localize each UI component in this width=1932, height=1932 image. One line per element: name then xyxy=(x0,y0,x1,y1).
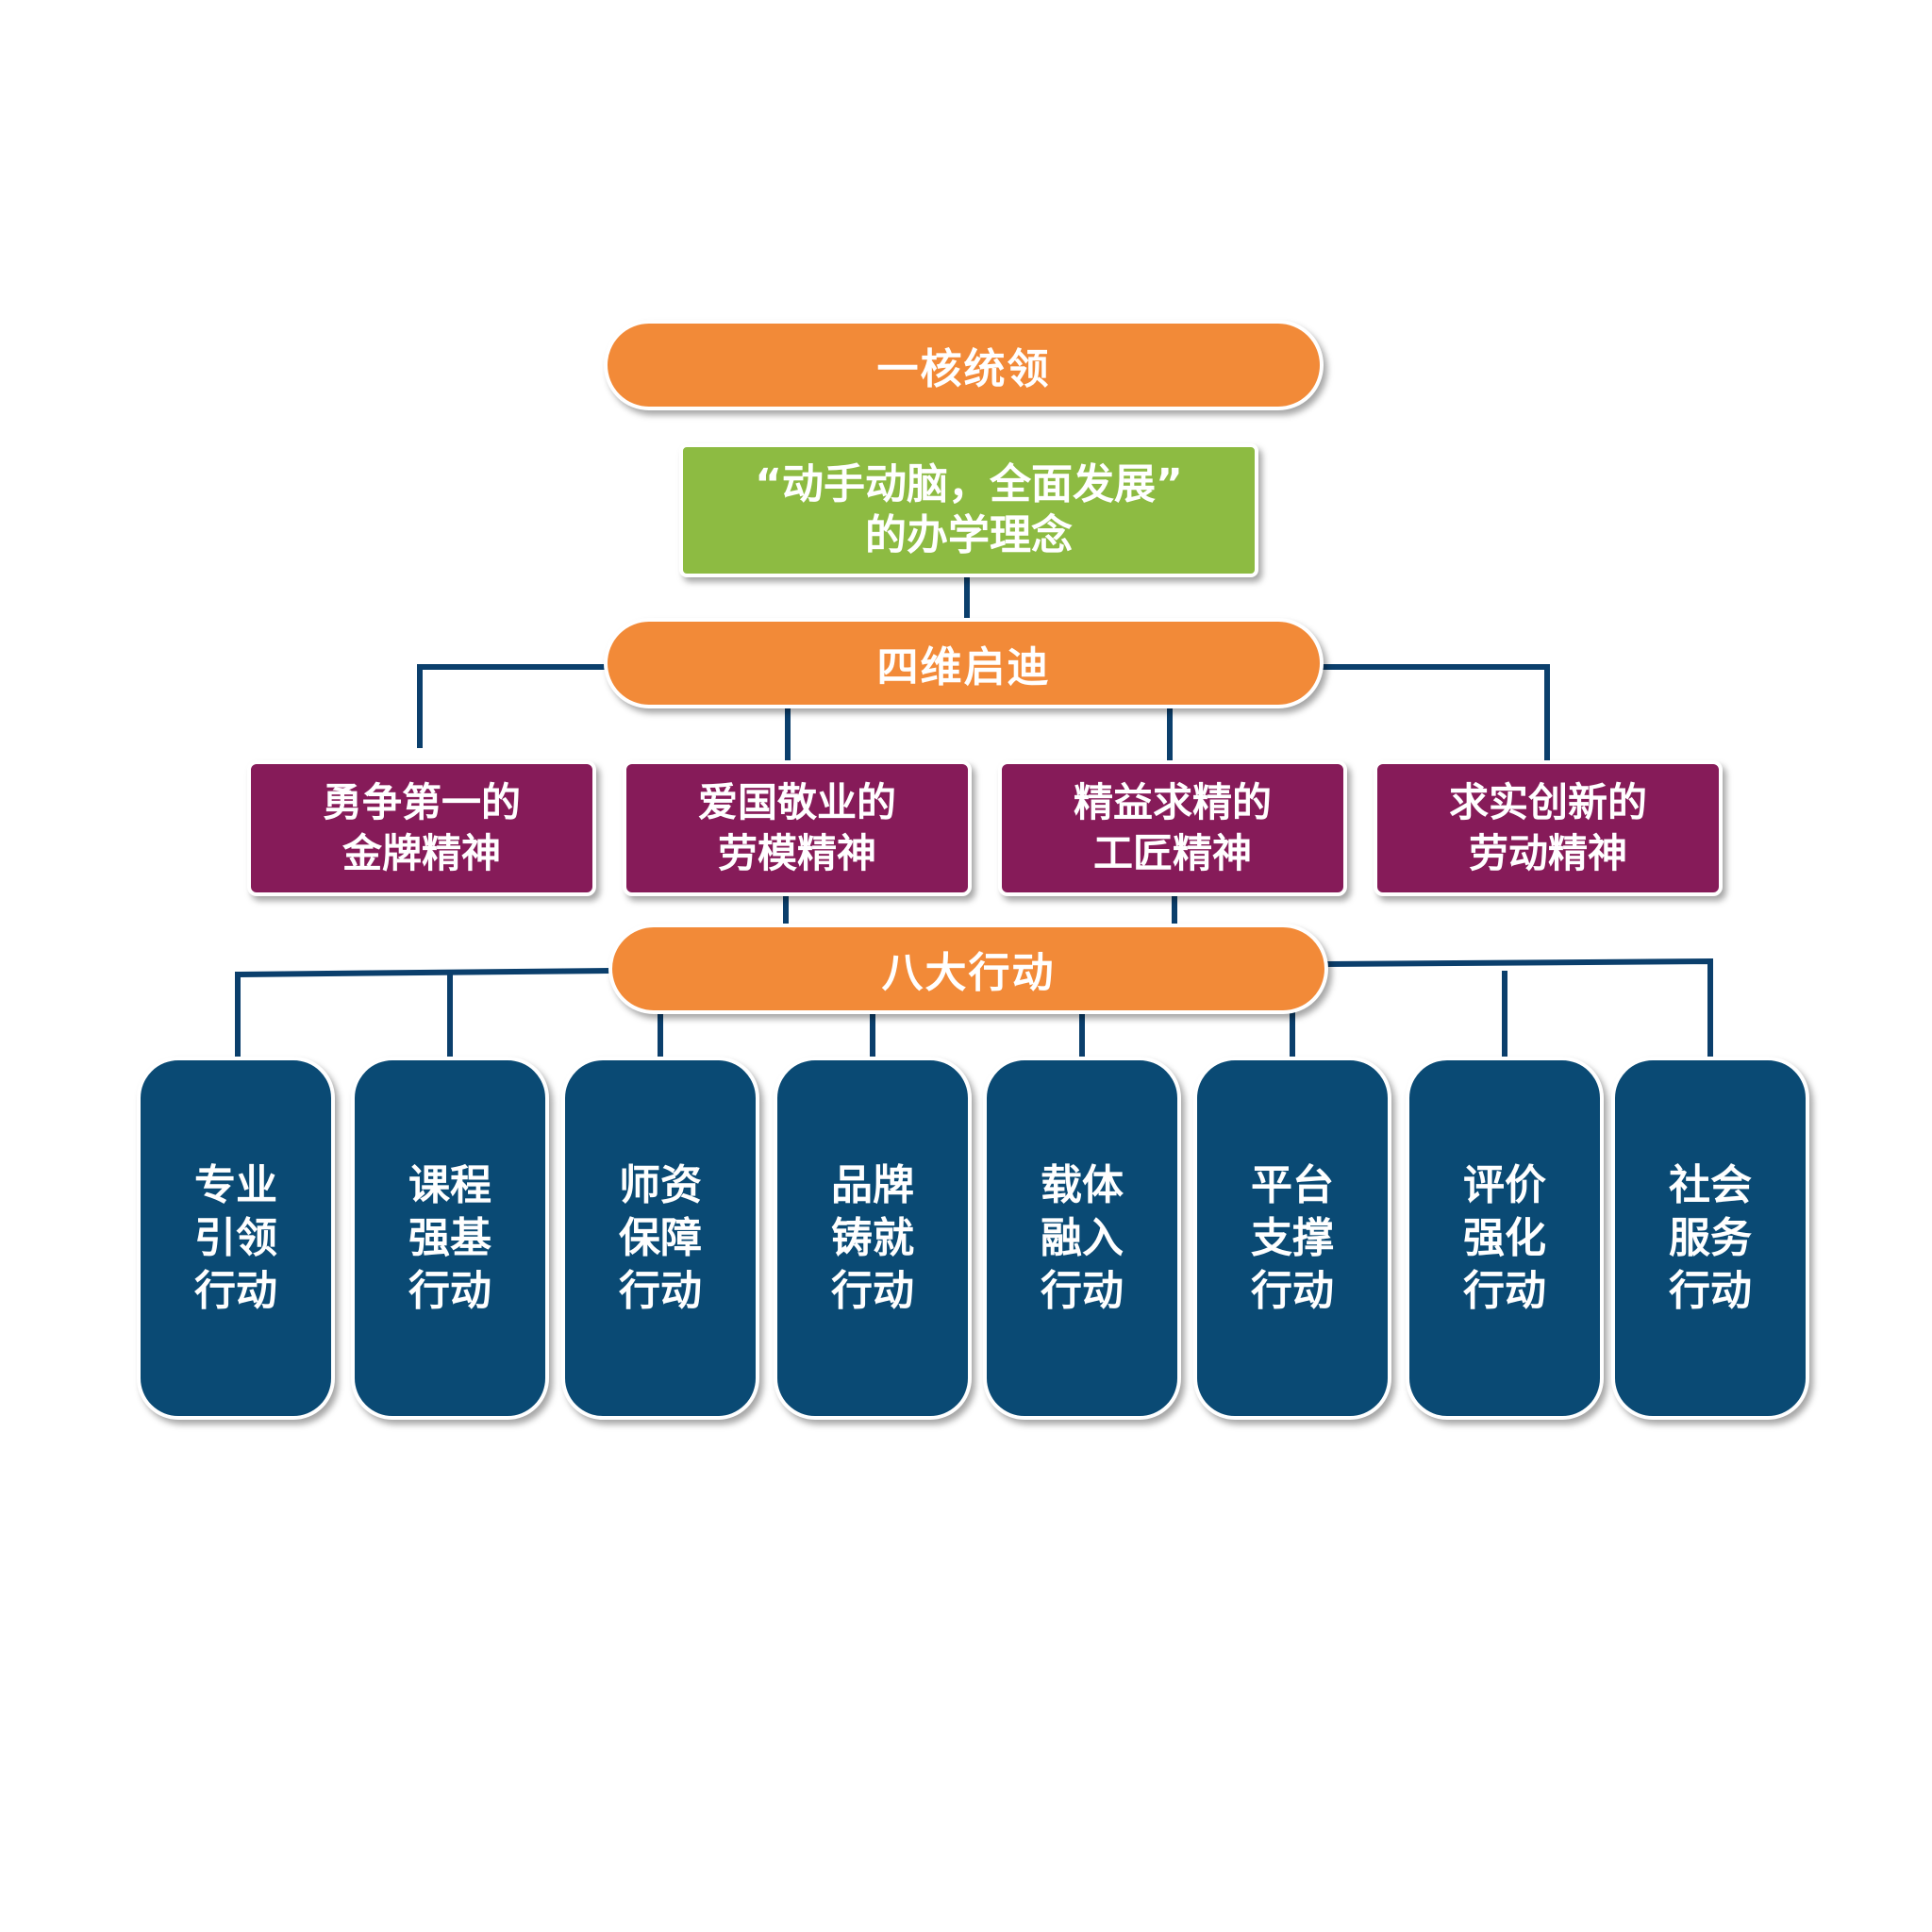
spirit-box-labor: 求实创新的 劳动精神 xyxy=(1374,760,1723,896)
action-line-1: 平台 xyxy=(1251,1160,1334,1209)
action-line-3: 行动 xyxy=(194,1266,277,1315)
spirit-line-1: 爱国敬业的 xyxy=(697,779,896,825)
action-box-2: 课程 强基 行动 xyxy=(351,1057,549,1420)
action-line-3: 行动 xyxy=(831,1266,914,1315)
spirit-line-2: 劳动精神 xyxy=(1468,830,1627,876)
spirit-line-1: 勇争第一的 xyxy=(322,779,521,825)
core-leadership-box: 一核统领 xyxy=(604,320,1324,410)
action-box-4: 品牌 铸就 行动 xyxy=(774,1057,972,1420)
spirit-line-2: 金牌精神 xyxy=(341,830,501,876)
action-line-2: 保障 xyxy=(619,1213,702,1262)
connector-eight-actions-to-right-group xyxy=(1324,958,1713,1059)
action-line-2: 引领 xyxy=(194,1213,277,1262)
action-line-1: 师资 xyxy=(619,1160,702,1209)
spirit-box-craftsman: 精益求精的 工匠精神 xyxy=(998,760,1347,896)
action-line-3: 行动 xyxy=(1041,1266,1124,1315)
action-line-1: 品牌 xyxy=(831,1160,914,1209)
connector-eight-actions-to-left-group xyxy=(235,967,612,1059)
action-line-2: 服务 xyxy=(1669,1213,1752,1262)
action-line-1: 课程 xyxy=(408,1160,491,1209)
connector-four-dims-to-spirit-1 xyxy=(417,664,607,748)
action-box-1: 专业 引领 行动 xyxy=(137,1057,335,1420)
action-box-7: 评价 强化 行动 xyxy=(1406,1057,1604,1420)
action-line-1: 社会 xyxy=(1669,1160,1752,1209)
eight-actions-label: 八大行动 xyxy=(881,949,1056,997)
eight-actions-box: 八大行动 xyxy=(608,924,1328,1014)
action-line-3: 行动 xyxy=(1463,1266,1546,1315)
four-dims-box: 四维启迪 xyxy=(604,618,1324,708)
spirit-line-1: 精益求精的 xyxy=(1073,779,1272,825)
action-line-1: 载体 xyxy=(1041,1160,1124,1209)
action-box-5: 载体 融入 行动 xyxy=(983,1057,1181,1420)
action-line-2: 强基 xyxy=(408,1213,491,1262)
spirit-line-2: 工匠精神 xyxy=(1092,830,1252,876)
school-philosophy-line-2: 的办学理念 xyxy=(865,511,1073,559)
action-line-2: 支撑 xyxy=(1251,1213,1334,1262)
spirit-line-2: 劳模精神 xyxy=(717,830,876,876)
spirit-box-model-worker: 爱国敬业的 劳模精神 xyxy=(623,760,972,896)
action-line-3: 行动 xyxy=(1669,1266,1752,1315)
action-line-2: 融入 xyxy=(1041,1213,1124,1262)
action-line-1: 评价 xyxy=(1463,1160,1546,1209)
action-line-1: 专业 xyxy=(194,1160,277,1209)
core-leadership-label: 一核统领 xyxy=(876,345,1051,393)
action-line-3: 行动 xyxy=(1251,1266,1334,1315)
connector-four-dims-to-spirit-4 xyxy=(1321,664,1550,763)
action-line-3: 行动 xyxy=(408,1266,491,1315)
action-box-6: 平台 支撑 行动 xyxy=(1193,1057,1391,1420)
spirit-box-gold-medal: 勇争第一的 金牌精神 xyxy=(247,760,596,896)
action-line-2: 强化 xyxy=(1463,1213,1546,1262)
action-line-2: 铸就 xyxy=(831,1213,914,1262)
action-line-3: 行动 xyxy=(619,1266,702,1315)
school-philosophy-line-1: “动手动脑，全面发展” xyxy=(755,460,1183,508)
spirit-line-1: 求实创新的 xyxy=(1448,779,1647,825)
action-box-3: 师资 保障 行动 xyxy=(561,1057,759,1420)
four-dims-label: 四维启迪 xyxy=(876,643,1051,691)
school-philosophy-box: “动手动脑，全面发展” 的办学理念 xyxy=(679,443,1258,577)
action-box-8: 社会 服务 行动 xyxy=(1611,1057,1809,1420)
